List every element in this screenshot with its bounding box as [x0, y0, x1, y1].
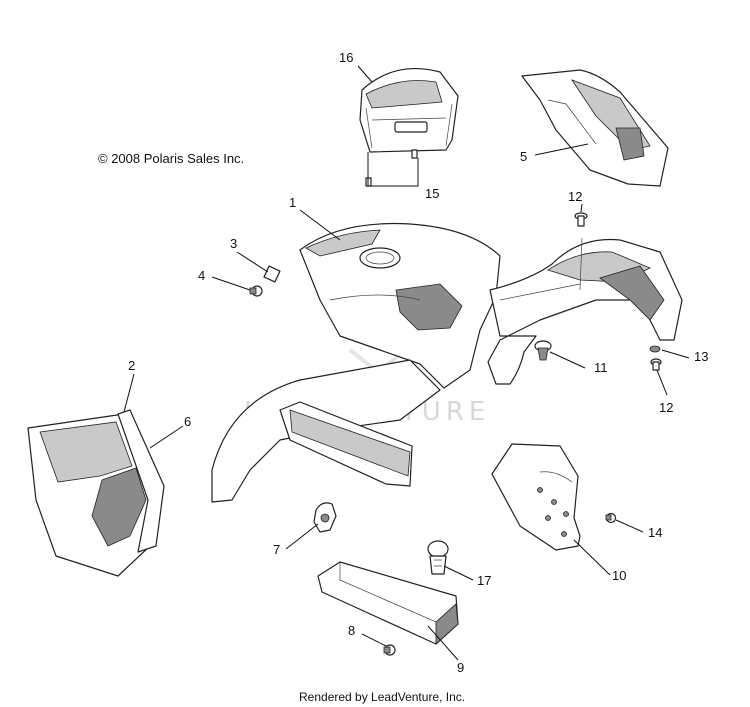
part-12-screw-top	[574, 212, 588, 227]
part-14-screw	[605, 512, 617, 524]
callout-4: 4	[198, 268, 205, 283]
callout-labels: 16 15 5 12 1 3 4 2 6 11 13 12 14 10 7 17…	[128, 50, 708, 675]
callout-6: 6	[184, 414, 191, 429]
part-3-clip	[263, 265, 281, 283]
part-7-clip	[313, 502, 337, 533]
part-16-headlight-pod	[359, 67, 459, 153]
callout-16: 16	[339, 50, 353, 65]
callout-11: 11	[594, 360, 608, 375]
callout-7: 7	[273, 542, 280, 557]
part-4-screw	[249, 285, 263, 297]
part-15-clips	[365, 149, 419, 187]
callout-12-top: 12	[568, 189, 582, 204]
part-12-screw-bottom	[650, 358, 662, 371]
callout-17: 17	[477, 573, 491, 588]
callout-3: 3	[230, 236, 237, 251]
part-8-screw	[383, 644, 396, 656]
callout-1: 1	[289, 195, 296, 210]
part-2-side-panel	[27, 413, 159, 577]
part-13-washer	[649, 345, 661, 353]
copyright-text: © 2008 Polaris Sales Inc.	[98, 151, 244, 166]
callout-5: 5	[520, 149, 527, 164]
part-9-bracket	[317, 561, 459, 645]
footer-text: Rendered by LeadVenture, Inc.	[299, 690, 465, 704]
callout-15: 15	[425, 186, 439, 201]
callout-9: 9	[457, 660, 464, 675]
part-5-rear-cover	[521, 69, 669, 187]
part-11-push-rivet	[534, 340, 552, 361]
callout-13: 13	[694, 349, 708, 364]
leader-lines	[123, 65, 690, 661]
callout-10: 10	[612, 568, 626, 583]
part-1-front-fender-body	[211, 222, 683, 503]
callout-8: 8	[348, 623, 355, 638]
callout-12-bottom: 12	[659, 400, 673, 415]
part-17-push-pin	[427, 540, 449, 575]
part-6-side-panel-cover	[117, 409, 165, 553]
callout-2: 2	[128, 358, 135, 373]
part-10-skid-plate	[491, 443, 581, 551]
callout-14: 14	[648, 525, 662, 540]
